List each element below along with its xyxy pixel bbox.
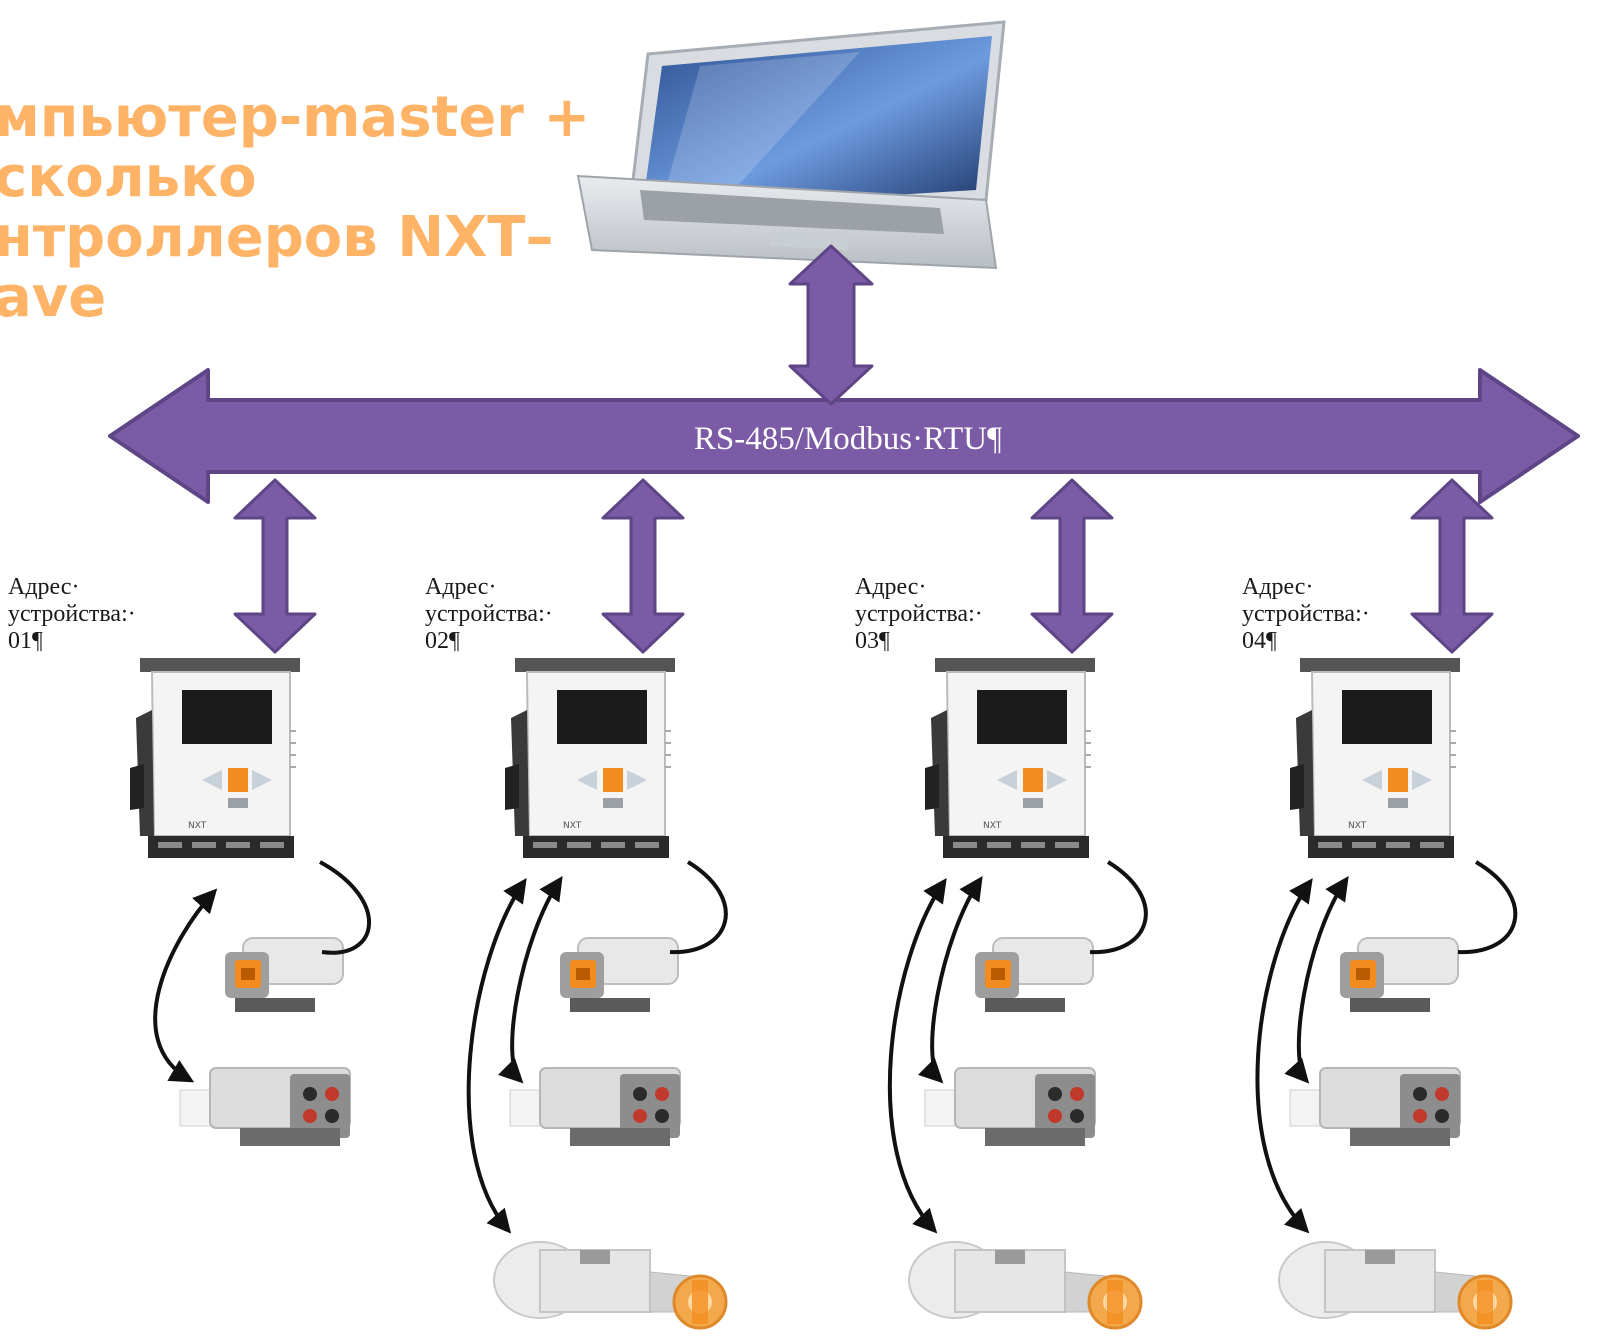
controller-03 bbox=[924, 657, 1096, 859]
address-line: Адрес· bbox=[1242, 574, 1314, 600]
master-link-arrow bbox=[788, 244, 874, 406]
device-address-label: Адрес· устройства:· 01¶ bbox=[8, 574, 136, 655]
laptop-icon bbox=[576, 20, 1006, 270]
controller-01 bbox=[129, 657, 301, 859]
nxt-brick-icon bbox=[129, 657, 301, 859]
nxt-brick-icon bbox=[1289, 657, 1461, 859]
title-line: ave bbox=[0, 265, 107, 330]
device-link-arrow-4 bbox=[1410, 478, 1494, 654]
servo-motor-icon bbox=[907, 1240, 1143, 1330]
cable-arrows bbox=[153, 860, 1518, 1234]
address-line: 03¶ bbox=[855, 628, 890, 654]
servo-motor-icon bbox=[1277, 1240, 1513, 1330]
servo-motor-icon bbox=[924, 1067, 1096, 1147]
device-link-arrow-3 bbox=[1030, 478, 1114, 654]
sensor-icon bbox=[559, 937, 679, 1013]
address-line: 02¶ bbox=[425, 628, 460, 654]
title-line: мпьютер-master + bbox=[0, 85, 591, 150]
device-address-label: Адрес· устройства:· 03¶ bbox=[855, 574, 983, 655]
address-line: Адрес· bbox=[8, 574, 80, 600]
address-line: устройства:· bbox=[8, 601, 136, 627]
sensor-icon bbox=[224, 937, 344, 1013]
diagram-title: мпьютер-master + сколько нтроллеров NXT–… bbox=[0, 88, 590, 328]
sensor-icon bbox=[974, 937, 1094, 1013]
controller-02 bbox=[504, 657, 676, 859]
device-link-arrow-2 bbox=[601, 478, 685, 654]
device-link-arrow-1 bbox=[233, 478, 317, 654]
address-line: устройства:· bbox=[425, 601, 553, 627]
servo-motor-icon bbox=[509, 1067, 681, 1147]
title-line: сколько bbox=[0, 145, 257, 210]
controller-04 bbox=[1289, 657, 1461, 859]
device-address-label: Адрес· устройства:· 02¶ bbox=[425, 574, 553, 655]
bus-label: RS-485/Modbus·RTU¶ bbox=[694, 421, 1002, 457]
address-line: 04¶ bbox=[1242, 628, 1277, 654]
address-line: Адрес· bbox=[855, 574, 927, 600]
servo-motor-icon bbox=[492, 1240, 728, 1330]
nxt-brick-icon bbox=[504, 657, 676, 859]
sensor-icon bbox=[1339, 937, 1459, 1013]
servo-motor-icon bbox=[1289, 1067, 1461, 1147]
nxt-brick-icon bbox=[924, 657, 1096, 859]
address-line: 01¶ bbox=[8, 628, 43, 654]
bus-arrow bbox=[108, 368, 1580, 504]
device-address-label: Адрес· устройства:· 04¶ bbox=[1242, 574, 1370, 655]
title-line: нтроллеров NXT– bbox=[0, 205, 554, 270]
address-line: устройства:· bbox=[1242, 601, 1370, 627]
address-line: Адрес· bbox=[425, 574, 497, 600]
servo-motor-icon bbox=[179, 1067, 351, 1147]
address-line: устройства:· bbox=[855, 601, 983, 627]
